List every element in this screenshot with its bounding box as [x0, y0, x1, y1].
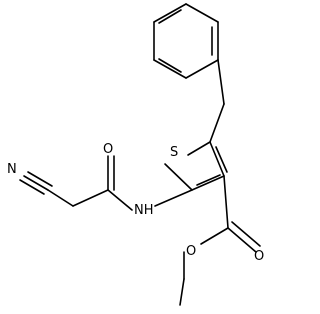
ester-single-oxygen-label: O: [186, 244, 196, 259]
amide-nitrogen-label: NH: [134, 203, 154, 218]
cyano-group: [19, 171, 74, 207]
benzyl-linker: [209, 59, 225, 143]
benzene-ring: [153, 3, 219, 79]
sulfur-label: S: [170, 145, 178, 160]
thiophene-ring: [164, 141, 228, 191]
ester-group: [179, 175, 261, 306]
molecule-diagram: S NH N O O O: [7, 3, 264, 306]
nitrile-nitrogen-label: N: [7, 162, 17, 177]
amide-oxygen-label: O: [103, 142, 113, 157]
ester-carbonyl-oxygen-label: O: [254, 249, 264, 264]
amide-group: [72, 155, 193, 211]
